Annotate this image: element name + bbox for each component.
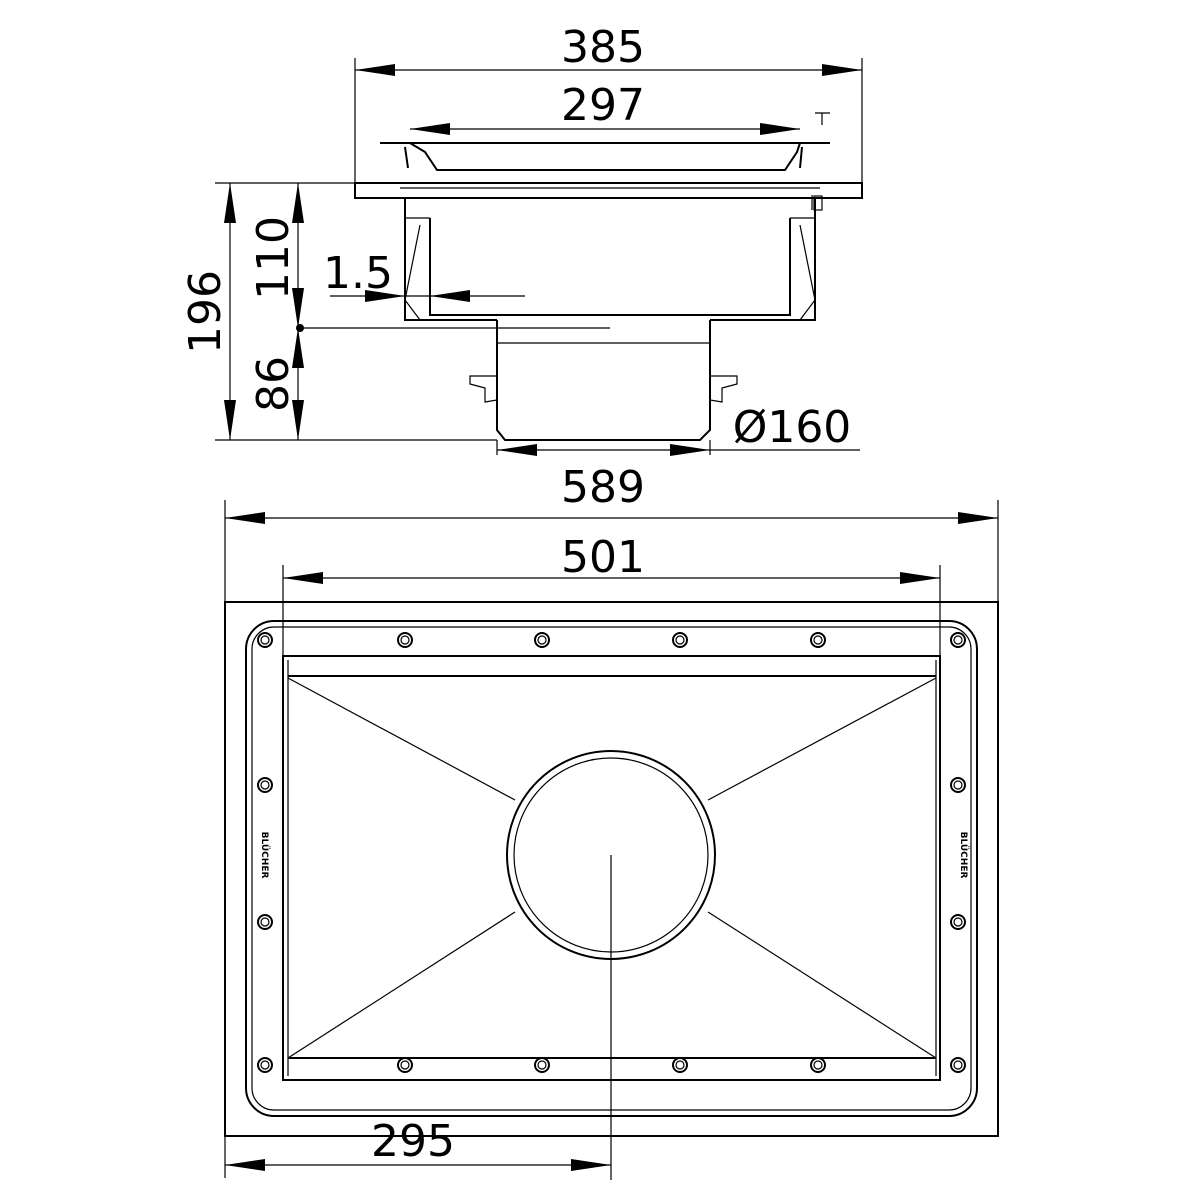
bolt-hole-icon [534,632,550,648]
bolt-hole-icon [672,1057,688,1073]
bolt-hole-inner [537,635,547,645]
bolt-hole-inner [260,780,270,790]
seal-left [469,375,498,403]
outlet-pipe [496,320,711,441]
bolt-hole-inner [675,1060,685,1070]
bolt-hole-inner [260,635,270,645]
arrowhead [225,1159,265,1171]
bolt-hole-icon [257,777,273,793]
bolt-hole-inner [813,1060,823,1070]
bolt-hole-inner [675,635,685,645]
arrowhead [430,290,470,302]
body-clips [404,224,816,321]
bolt-hole-inner [537,1060,547,1070]
bolt-hole-icon [950,914,966,930]
arrowhead [670,444,710,456]
reference-dot [296,324,304,332]
logo-right: BLÜCHER [958,832,969,879]
dim-196: 196 [180,270,231,354]
bolt-hole-icon [950,777,966,793]
arrowhead [410,123,450,135]
dim-295: 295 [371,1116,455,1167]
grate-outline [380,142,830,171]
dim-diameter-160: Ø160 [733,402,852,453]
bolt-hole-inner [953,635,963,645]
arrowhead [292,328,304,368]
bolt-hole-icon [950,1057,966,1073]
bolt-hole-icon [950,632,966,648]
seal-right [709,375,738,403]
grate-legs [404,146,803,169]
bolt-hole-inner [400,1060,410,1070]
dim-110: 110 [248,216,299,300]
dimension-arrows [224,64,998,1171]
dim-1-5: 1.5 [323,248,393,299]
arrowhead [224,183,236,223]
arrowhead [283,572,323,584]
bolt-hole-icon [257,1057,273,1073]
bolt-hole-icon [257,632,273,648]
arrowhead [571,1159,611,1171]
bolt-hole-icon [810,1057,826,1073]
arrowhead [292,400,304,440]
bolt-hole-inner [260,1060,270,1070]
bolt-hole-icon [534,1057,550,1073]
slope-line [707,677,937,801]
arrowhead [225,512,265,524]
arrowhead [365,290,405,302]
bolt-hole-icon [397,1057,413,1073]
bolt-hole-inner [400,635,410,645]
bolt-hole-inner [953,917,963,927]
geometry [215,58,999,1180]
bolt-hole-inner [813,635,823,645]
arrowhead [292,183,304,223]
arrowhead [292,288,304,328]
slope-line [707,911,937,1059]
bolt-hole-icon [810,632,826,648]
screw-icon [815,112,830,125]
arrowhead [760,123,800,135]
bolt-hole-icon [397,632,413,648]
bolt-hole-inner [953,1060,963,1070]
logo-left: BLÜCHER [259,832,270,879]
dim-297: 297 [561,80,645,131]
frame-flange [354,182,863,199]
dim-385: 385 [561,22,645,73]
arrowhead [900,572,940,584]
slope-line [287,911,516,1059]
bolt-hole-inner [260,917,270,927]
dim-589: 589 [561,462,645,513]
body-inner [429,218,791,316]
arrowhead [958,512,998,524]
body-outer [404,198,816,321]
arrowhead [224,400,236,440]
bolt-hole-icon [672,632,688,648]
arrowhead [822,64,862,76]
arrowhead [497,444,537,456]
dim-501: 501 [561,532,645,583]
latch-icon [813,195,823,211]
bolt-hole-icon [257,914,273,930]
bolt-hole-inner [953,780,963,790]
arrowhead [355,64,395,76]
dim-86: 86 [248,356,299,412]
slope-line [287,677,516,801]
